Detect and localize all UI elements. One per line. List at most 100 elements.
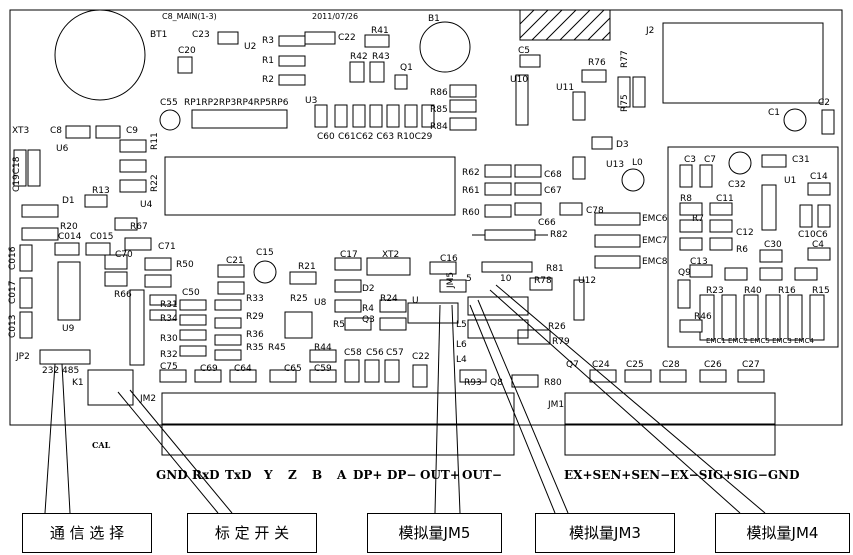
terminal-txd: TxD	[225, 468, 252, 482]
terminal-dp-plus: DP+	[353, 468, 383, 482]
label-c11: C11	[716, 194, 734, 204]
label-r13: R13	[92, 186, 110, 196]
leader-comm-select-a	[44, 363, 56, 514]
label-r20: R20	[60, 222, 78, 232]
label-jm1: JM1	[548, 400, 565, 410]
label-r80: R80	[544, 378, 562, 388]
label-r22: R22	[150, 174, 160, 192]
label-r85: R85	[430, 105, 448, 115]
label-c78: C78	[586, 206, 604, 216]
label-r93: R93	[464, 378, 482, 388]
label-c65: C65	[284, 364, 302, 374]
leader-calib-b	[117, 391, 219, 514]
label-c016: C016	[8, 246, 18, 270]
label-u13: U13	[606, 160, 625, 170]
leader-jm3-b	[469, 304, 556, 514]
label-jm2: JM2	[140, 394, 157, 404]
label-r84: R84	[430, 122, 448, 132]
label-u9: U9	[62, 324, 75, 334]
label-r81: R81	[546, 264, 564, 274]
label-q3: Q3	[362, 315, 375, 325]
label-c1: C1	[768, 108, 781, 118]
leader-jm3-a	[477, 299, 569, 514]
label-c22b: C22	[412, 352, 430, 362]
terminal-dp-minus: DP−	[387, 468, 417, 482]
label-r21: R21	[298, 262, 316, 272]
label-r45: R45	[268, 343, 286, 353]
label-u3: U3	[305, 96, 318, 106]
terminal-y: Y	[264, 468, 273, 482]
label-c25: C25	[626, 360, 644, 370]
label-c57: C57	[386, 348, 404, 358]
leader-jm5-a	[434, 304, 441, 514]
label-c015: C015	[90, 232, 114, 242]
label-c24: C24	[592, 360, 610, 370]
label-c28: C28	[662, 360, 680, 370]
label-u: U	[412, 296, 419, 306]
label-c23: C23	[192, 30, 210, 40]
label-r66: R66	[114, 290, 132, 300]
board-outline	[9, 9, 843, 426]
terminal-z: Z	[288, 468, 297, 482]
label-rp: RP1RP2RP3RP4RP5RP6	[184, 98, 289, 108]
label-c4: C4	[812, 240, 825, 250]
sub-panel	[667, 146, 839, 348]
label-c50: C50	[182, 288, 200, 298]
label-r41: R41	[371, 26, 389, 36]
label-u8: U8	[314, 298, 327, 308]
label-c22: C22	[338, 33, 356, 43]
label-j2: J2	[646, 26, 655, 36]
label-c10c6: C10C6	[798, 230, 828, 240]
label-r8: R8	[680, 194, 692, 204]
label-c71: C71	[158, 242, 176, 252]
label-c013: C013	[8, 314, 18, 338]
label-c66: C66	[538, 218, 556, 228]
label-c26: C26	[704, 360, 722, 370]
label-b1: B1	[428, 14, 440, 24]
label-r42: R42	[350, 52, 368, 62]
label-u2: U2	[244, 42, 257, 52]
label-r86: R86	[430, 88, 448, 98]
label-r31: R31	[160, 300, 178, 310]
label-c13: C13	[690, 257, 708, 267]
label-r26: R26	[548, 322, 566, 332]
label-r77: R77	[620, 50, 630, 68]
label-c21: C21	[226, 256, 244, 266]
label-r46: R46	[694, 312, 712, 322]
label-c70: C70	[115, 250, 133, 260]
battery-bt1	[54, 9, 146, 101]
label-emc8: EMC8	[642, 257, 668, 267]
label-c20: C20	[178, 46, 196, 56]
label-c55: C55	[160, 98, 178, 108]
label-c31: C31	[792, 155, 810, 165]
callout-comm-select: 通 信 选 择	[22, 513, 152, 553]
label-c59: C59	[314, 364, 332, 374]
callout-analog-jm4: 模拟量JM4	[715, 513, 850, 553]
hatched-area	[519, 9, 611, 41]
label-c9: C9	[126, 126, 139, 136]
label-c15: C15	[256, 248, 274, 258]
label-c67: C67	[544, 186, 562, 196]
label-r25: R25	[290, 294, 308, 304]
label-r43: R43	[372, 52, 390, 62]
leader-jm5-b	[451, 304, 461, 514]
terminal-b: B	[312, 468, 323, 482]
display-module	[164, 156, 456, 216]
label-r11: R11	[150, 132, 160, 150]
label-r24: R24	[380, 294, 398, 304]
label-c2: C2	[818, 98, 831, 108]
label-r6: R6	[736, 245, 748, 255]
label-c56: C56	[366, 348, 384, 358]
label-r33: R33	[246, 294, 264, 304]
label-jp2: JP2	[16, 352, 30, 362]
label-r23: R23	[706, 286, 724, 296]
label-u11: U11	[556, 83, 575, 93]
label-r29: R29	[246, 312, 264, 322]
terminal-out-plus: OUT+	[420, 468, 460, 482]
label-c32: C32	[728, 180, 746, 190]
label-u6: U6	[56, 144, 69, 154]
label-c7: C7	[704, 155, 717, 165]
label-l5: L5	[456, 320, 467, 330]
leader-jm4-b	[489, 289, 741, 514]
